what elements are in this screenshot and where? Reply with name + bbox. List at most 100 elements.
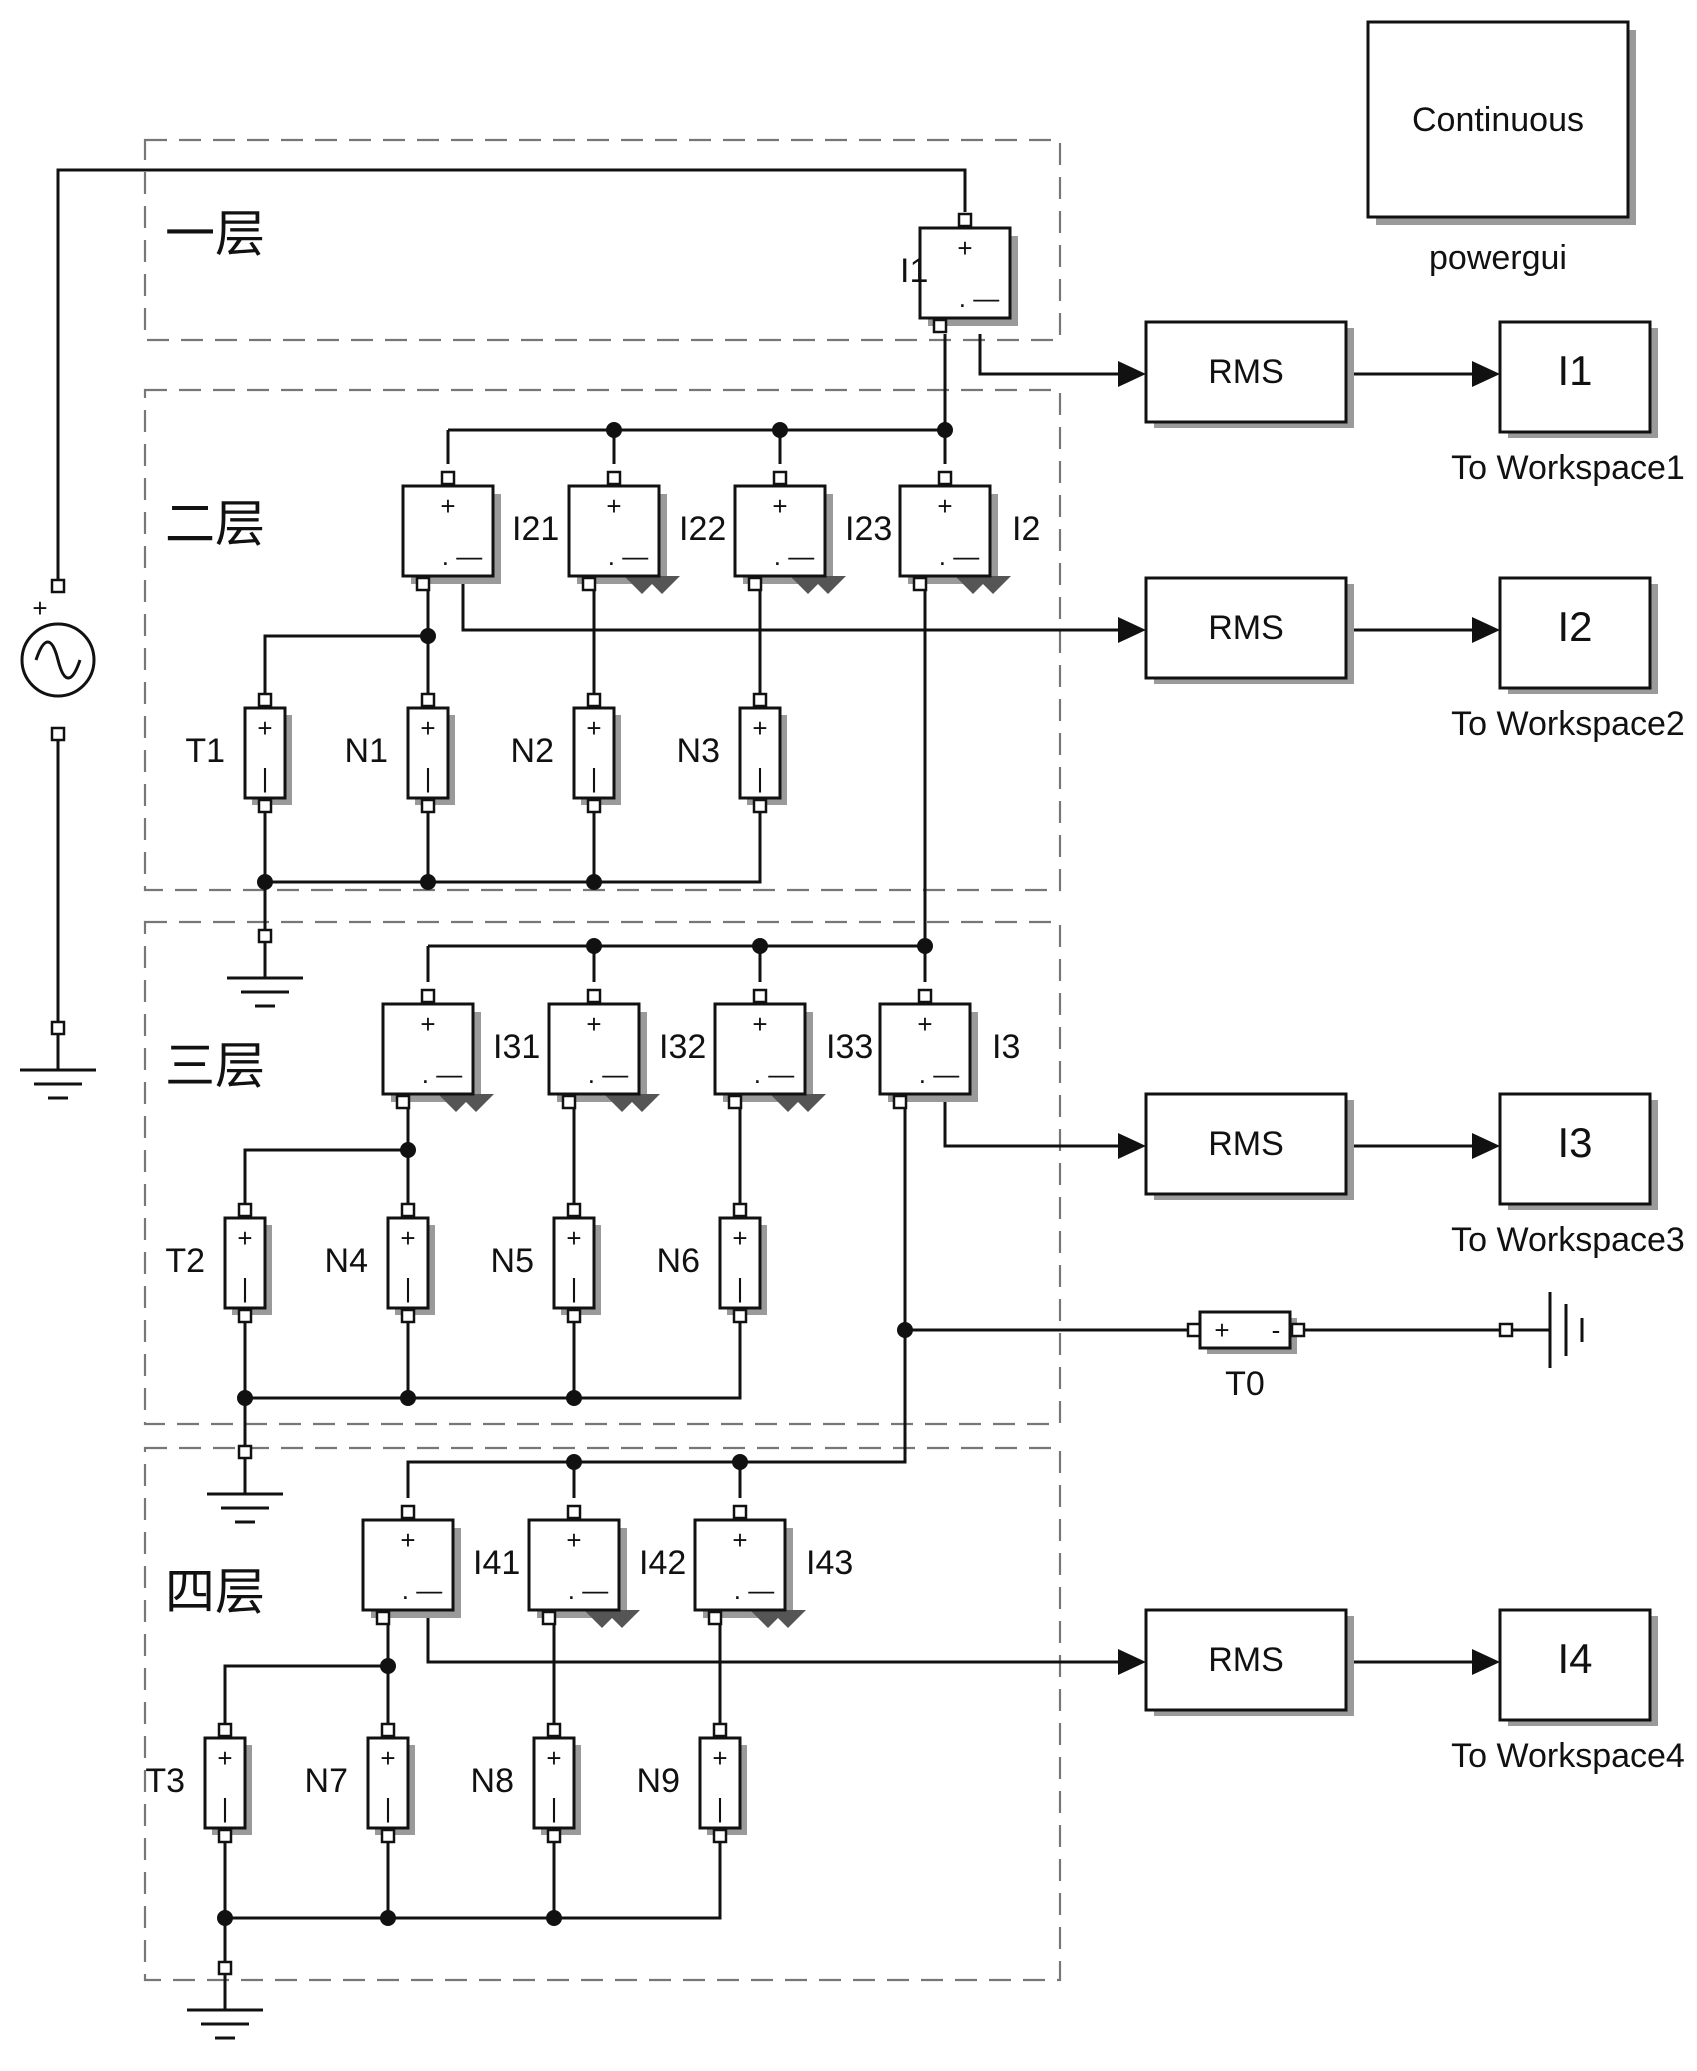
port <box>546 1828 562 1844</box>
block-tail <box>604 1094 660 1112</box>
load-label-n2: N2 <box>511 732 554 770</box>
plus-sign: + <box>400 1525 415 1555</box>
plus-sign: + <box>772 491 787 521</box>
block-body <box>1498 1608 1652 1722</box>
l4-return <box>223 1836 722 1920</box>
ground-l2 <box>227 928 303 1008</box>
load-t3: +| <box>203 1722 252 1844</box>
plus-sign: + <box>586 713 601 743</box>
junction-dot <box>237 1390 253 1406</box>
port <box>732 1202 748 1218</box>
ground-l3 <box>207 1444 283 1524</box>
ground-lines <box>20 1034 96 1100</box>
current-meter-i32: +. — <box>547 988 660 1112</box>
port <box>752 988 768 1004</box>
port <box>707 1610 723 1626</box>
minus-sign: | <box>222 1793 229 1823</box>
load-body <box>552 1216 596 1310</box>
ground-lines <box>227 942 303 1008</box>
layer-frame-3 <box>143 920 1062 1426</box>
load-body <box>366 1736 410 1830</box>
plus-sign: + <box>380 1743 395 1773</box>
load-body <box>243 706 287 800</box>
block-tail <box>770 1094 826 1112</box>
port <box>732 1308 748 1324</box>
port <box>380 1828 396 1844</box>
port <box>237 1202 253 1218</box>
plus-sign: + <box>257 713 272 743</box>
ground-l4 <box>187 1960 263 2040</box>
layer-label-4: 四层 <box>165 1563 265 1621</box>
workspace-var: I2 <box>1557 603 1592 650</box>
l3-t2-feed <box>243 1102 410 1210</box>
rms-label: RMS <box>1208 1641 1284 1679</box>
port <box>217 1960 233 1976</box>
port <box>752 692 768 708</box>
port <box>732 1504 748 1520</box>
load-label-n6: N6 <box>657 1242 700 1280</box>
current-meter-i42: +. — <box>527 1504 640 1628</box>
sine-icon <box>34 640 82 680</box>
load-label-t3: T3 <box>145 1762 185 1800</box>
meter-label-i22: I22 <box>679 510 726 548</box>
load-n1: +| <box>406 692 455 814</box>
layer-frames <box>143 138 1062 1982</box>
port <box>581 576 597 592</box>
load-label-n3: N3 <box>677 732 720 770</box>
load-n4: +| <box>386 1202 435 1324</box>
plus-sign: + <box>420 713 435 743</box>
port <box>566 1504 582 1520</box>
meter-label-i2: I2 <box>1012 510 1040 548</box>
meter-label-i41: I41 <box>473 1544 520 1582</box>
block-body <box>918 226 1012 320</box>
port <box>917 988 933 1004</box>
minus-sign: . — <box>734 1575 774 1605</box>
block-tail <box>955 576 1011 594</box>
plus-sign: + <box>957 233 972 263</box>
block-body <box>1498 320 1652 434</box>
workspace-label-4: To Workspace4 <box>1451 1737 1685 1775</box>
plus-sign: + <box>546 1743 561 1773</box>
layer-frame-2 <box>143 388 1062 892</box>
to-workspace-2: I2 <box>1498 576 1658 694</box>
l2-return <box>263 806 762 884</box>
block-tail <box>438 1094 494 1112</box>
meter-label-i31: I31 <box>493 1028 540 1066</box>
load-body <box>406 706 450 800</box>
arrowhead-ws-3 <box>1472 1133 1500 1159</box>
junction-dot <box>257 874 273 890</box>
minus-sign: . — <box>959 283 999 313</box>
load-t0: +- <box>1186 1310 1306 1354</box>
minus-sign: . — <box>774 541 814 571</box>
junction-dot <box>586 938 602 954</box>
load-label-n7: N7 <box>305 1762 348 1800</box>
port <box>400 1308 416 1324</box>
meter-label-i21: I21 <box>512 510 559 548</box>
junction-dot <box>566 1390 582 1406</box>
plus-sign: + <box>237 1223 252 1253</box>
rms-label: RMS <box>1208 353 1284 391</box>
port <box>957 212 973 228</box>
ground-source <box>20 1020 96 1100</box>
block-body <box>567 484 661 578</box>
minus-sign: | <box>262 763 269 793</box>
port <box>752 798 768 814</box>
meter-label-i23: I23 <box>845 510 892 548</box>
port <box>50 726 66 742</box>
to-workspace-1: I1 <box>1498 320 1658 438</box>
block-body <box>381 1002 475 1096</box>
signal-line-2 <box>461 584 1140 632</box>
port <box>561 1094 577 1110</box>
port <box>237 1444 253 1460</box>
port <box>440 470 456 486</box>
junction-dot <box>420 874 436 890</box>
junction-dot <box>546 1910 562 1926</box>
layer-frame-4 <box>143 1446 1062 1982</box>
layer-label-2: 二层 <box>165 495 265 553</box>
minus-sign: | <box>737 1273 744 1303</box>
port <box>237 1308 253 1324</box>
plus-sign: + <box>752 713 767 743</box>
workspace-var: I4 <box>1557 1635 1592 1682</box>
wires <box>56 168 1500 1962</box>
